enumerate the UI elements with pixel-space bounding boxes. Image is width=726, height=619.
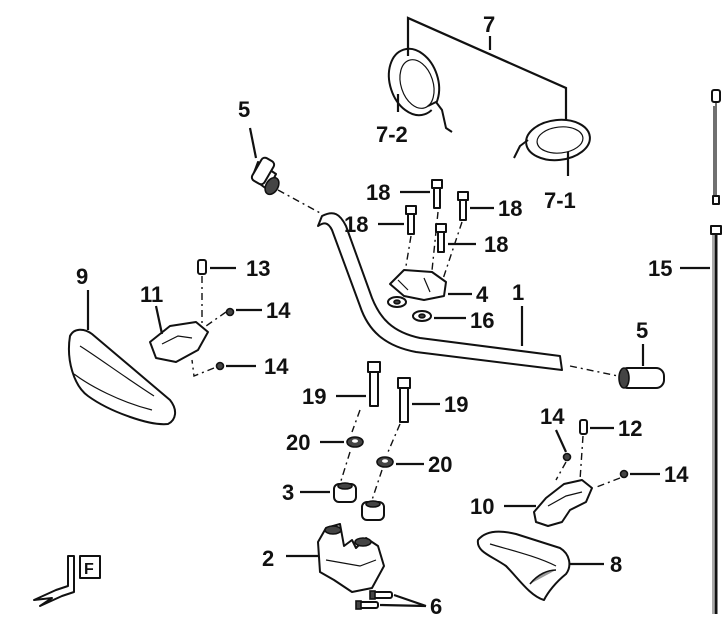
screws-6-part <box>355 590 393 610</box>
leader-6 <box>379 593 427 608</box>
washers-16-part <box>387 296 432 322</box>
label-15: 15 <box>648 256 672 281</box>
label-6: 6 <box>430 594 442 619</box>
label-5-left: 5 <box>238 97 250 122</box>
label-14-c: 14 <box>540 404 565 429</box>
screw-12-part <box>579 419 588 435</box>
mirror-right-part <box>513 118 591 162</box>
label-18-c: 18 <box>344 212 368 237</box>
screw-14-d-part <box>619 469 629 479</box>
label-16: 16 <box>470 308 494 333</box>
rubber-dampers-3-part <box>333 482 385 521</box>
label-14-a: 14 <box>266 298 291 323</box>
assembly-line-12 <box>579 435 584 481</box>
assembly-line-14-b <box>191 359 215 377</box>
label-2: 2 <box>262 546 274 571</box>
label-18-d: 18 <box>484 232 508 257</box>
label-8: 8 <box>610 552 622 577</box>
label-1: 1 <box>512 280 524 305</box>
hand-guard-right-part <box>476 530 571 601</box>
label-19-b: 19 <box>444 392 468 417</box>
assembly-line-14-c <box>555 461 567 481</box>
label-13: 13 <box>246 256 270 281</box>
leader-5-left <box>248 127 258 159</box>
label-7-2: 7-2 <box>376 122 408 147</box>
label-7: 7 <box>483 12 495 37</box>
washers-20-part <box>346 436 394 468</box>
grip-right-part <box>618 367 665 389</box>
label-11: 11 <box>140 282 163 307</box>
bolts-18-part <box>405 179 469 253</box>
label-3: 3 <box>282 480 294 505</box>
label-18-b: 18 <box>498 196 522 221</box>
throttle-cable-part <box>710 89 722 614</box>
label-14-b: 14 <box>264 354 289 379</box>
handlebar-part <box>317 212 563 371</box>
label-20-a: 20 <box>286 430 310 455</box>
mirror-bracket-line <box>406 16 568 120</box>
label-10: 10 <box>470 494 494 519</box>
label-9: 9 <box>76 264 88 289</box>
label-7-1: 7-1 <box>544 188 576 213</box>
screw-13-part <box>197 259 207 275</box>
leader-11 <box>154 305 164 335</box>
leader-14-c <box>554 429 568 453</box>
grip-left-part <box>250 156 280 196</box>
bolts-19-part <box>367 361 411 423</box>
label-4: 4 <box>476 282 489 307</box>
label-14-d: 14 <box>664 462 689 487</box>
upper-clamp-part <box>389 269 447 301</box>
front-mark-letter: F <box>84 561 94 578</box>
screw-14-b-part <box>215 361 225 371</box>
assembly-line-19-20 <box>339 409 401 501</box>
label-18-a: 18 <box>366 180 390 205</box>
assembly-line-grip-left <box>277 189 323 215</box>
screw-14-c-part <box>562 452 572 462</box>
front-direction-mark: F <box>33 555 101 607</box>
hand-guard-left-part <box>68 328 176 426</box>
bracket-10-part <box>533 479 593 527</box>
lower-riser-2-part <box>317 523 385 593</box>
screw-14-a-part <box>225 307 235 317</box>
mirror-left-part <box>387 47 453 133</box>
assembly-line-grip-right <box>569 365 619 377</box>
bracket-11-part <box>149 321 209 363</box>
assembly-line-14-a <box>205 311 227 327</box>
label-5-right: 5 <box>636 318 648 343</box>
label-12: 12 <box>618 416 642 441</box>
label-19-a: 19 <box>302 384 326 409</box>
label-20-b: 20 <box>428 452 452 477</box>
assembly-line-14-d <box>593 477 621 489</box>
